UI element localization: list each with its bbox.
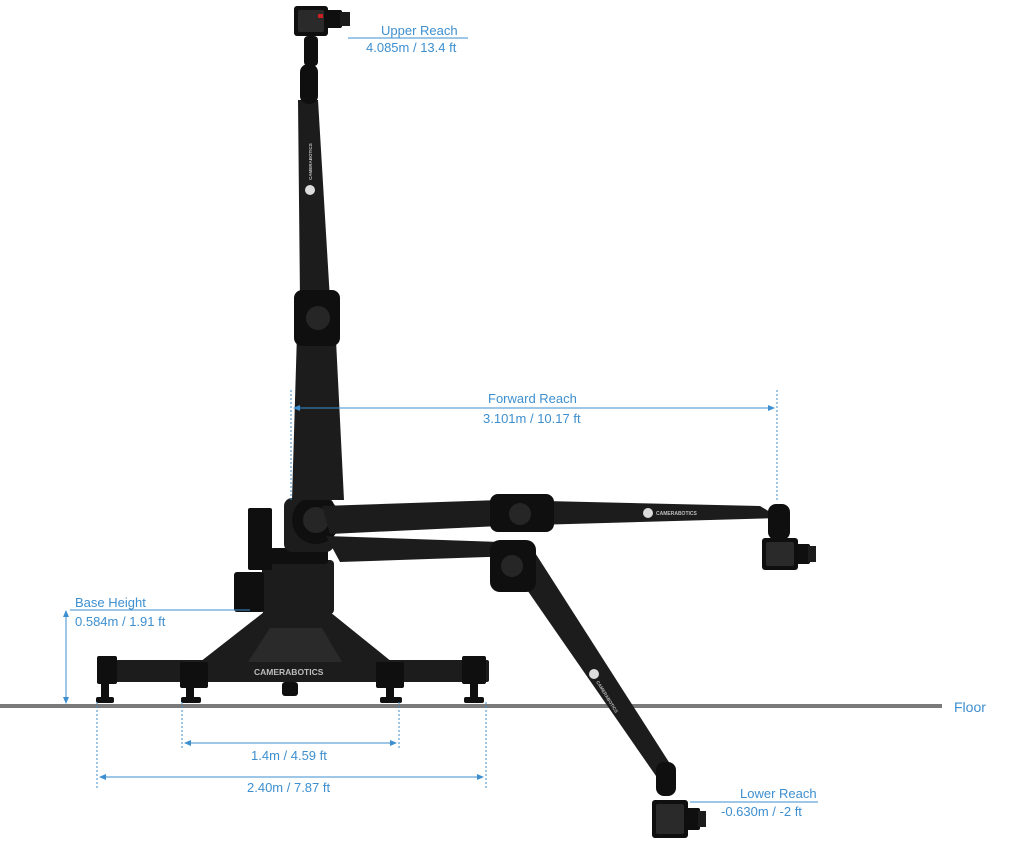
forward-arm: CAMERABOTICS	[322, 494, 790, 540]
upper-reach-value: 4.085m / 13.4 ft	[366, 40, 457, 55]
base-frame: CAMERABOTICS	[96, 612, 489, 703]
turret	[234, 496, 340, 614]
forward-arm-logo: CAMERABOTICS	[656, 511, 697, 517]
forward-camera	[762, 538, 816, 570]
base-height-value: 0.584m / 1.91 ft	[75, 614, 166, 629]
top-camera	[294, 6, 350, 66]
lower-reach-value: -0.630m / -2 ft	[721, 804, 802, 819]
upper-arm-logo: CAMERABOTICS	[308, 143, 313, 180]
base-height-title: Base Height	[75, 595, 146, 610]
forward-reach-value: 3.101m / 10.17 ft	[483, 411, 581, 426]
forward-reach-title: Forward Reach	[488, 391, 577, 406]
bottom-camera	[652, 800, 706, 838]
upper-reach-title: Upper Reach	[381, 23, 458, 38]
base-logo: CAMERABOTICS	[254, 667, 324, 677]
outer-base-width-value: 2.40m / 7.87 ft	[247, 780, 330, 795]
lower-arm: CAMERABOTICS	[326, 536, 676, 796]
lower-reach-title: Lower Reach	[740, 786, 817, 801]
upper-arm: CAMERABOTICS	[292, 64, 344, 500]
inner-base-width-value: 1.4m / 4.59 ft	[251, 748, 327, 763]
floor-label: Floor	[954, 699, 986, 715]
